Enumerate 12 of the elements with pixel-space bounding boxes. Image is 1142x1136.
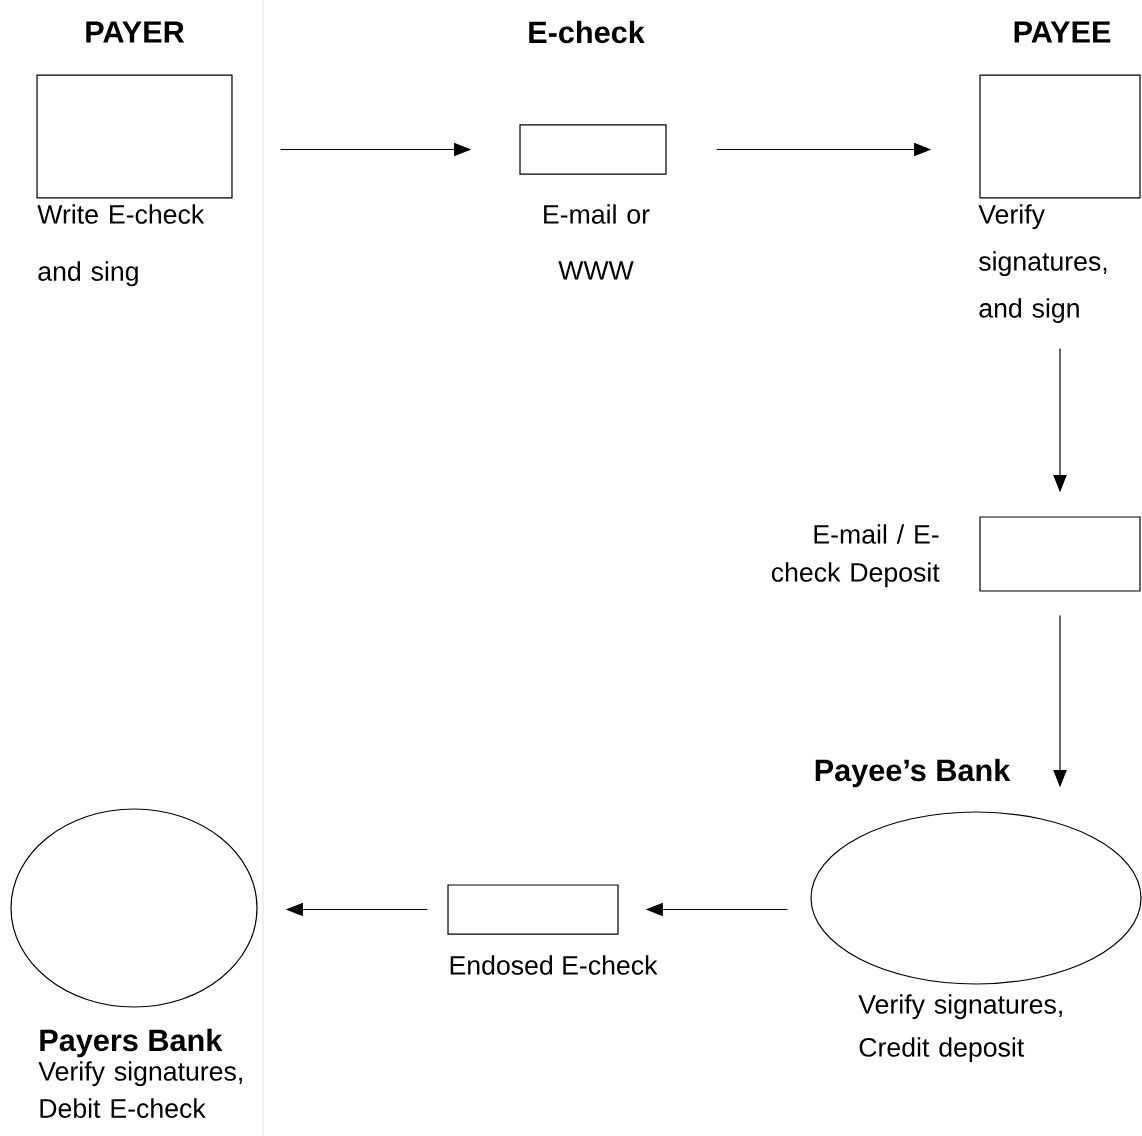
- heading: PAYEE: [1014, 21, 1111, 43]
- heading: Payers Bank: [40, 1028, 223, 1058]
- heading: Payee’s Bank: [815, 758, 1011, 788]
- node-label: Endosed E-check: [450, 955, 658, 975]
- node-label: Write E-check and sing: [37, 204, 205, 287]
- node-label: Verify signatures, and sign: [978, 204, 1107, 323]
- heading: PAYER: [86, 21, 185, 43]
- node-label: Verify signatures, Debit E-check: [38, 1061, 242, 1118]
- heading: E-check: [529, 20, 645, 44]
- node-label: E-mail or WWW: [544, 204, 650, 280]
- node-label: Verify signatures, Credit deposit: [858, 994, 1062, 1063]
- node-label: E-mail / E-check Deposit: [771, 524, 940, 588]
